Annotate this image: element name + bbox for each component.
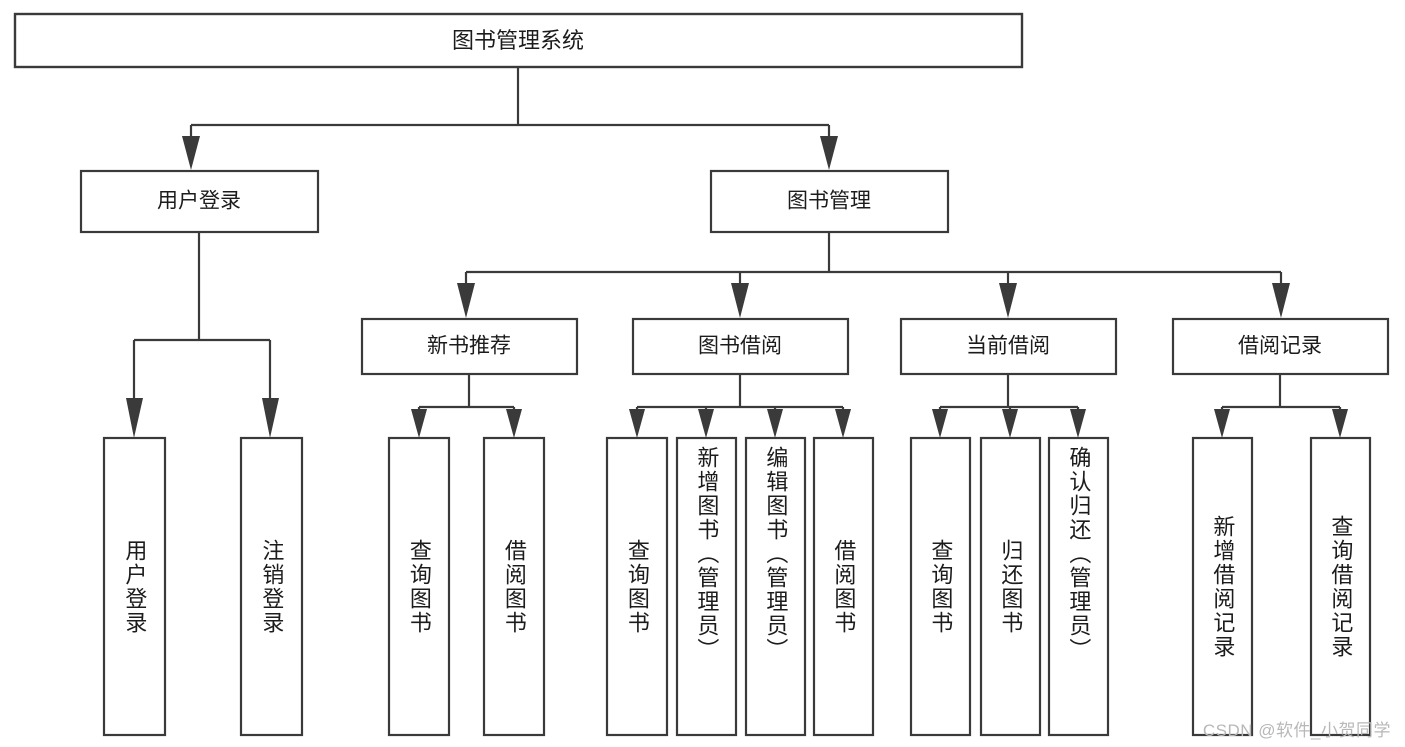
node-user-login[interactable]: 用户登录: [79, 169, 320, 234]
node-new-book-recommend-label: 新书推荐: [427, 335, 511, 358]
node-book-borrow-box[interactable]: [631, 317, 850, 376]
arrow-leaf-return-book: [1002, 409, 1018, 438]
leaf-box-user-login[interactable]: [102, 436, 167, 737]
leaf-box-return-book[interactable]: [979, 436, 1042, 737]
arrow-to-record: [1272, 283, 1290, 318]
node-book-manage-label: 图书管理: [787, 190, 871, 213]
arrow-to-current: [999, 283, 1017, 318]
leaf-box-logout[interactable]: [239, 436, 304, 737]
arrow-leaf-user-login: [126, 398, 143, 438]
arrow-leaf-add-record: [1214, 409, 1230, 438]
node-book-borrow-label: 图书借阅: [698, 335, 782, 358]
arrow-leaf-add-book: [698, 409, 714, 438]
node-borrow-record-label: 借阅记录: [1238, 335, 1322, 358]
node-root-box[interactable]: [13, 12, 1024, 69]
leaf-box-query-record[interactable]: [1309, 436, 1372, 737]
leaf-box-query-book-b[interactable]: [605, 436, 669, 737]
node-book-borrow[interactable]: 图书借阅: [631, 317, 850, 376]
node-book-manage-box[interactable]: [709, 169, 950, 234]
leaf-box-query-book-a[interactable]: [387, 436, 451, 737]
arrow-leaf-logout: [262, 398, 279, 438]
node-current-borrow-box[interactable]: [899, 317, 1118, 376]
arrow-leaf-borrow-book-b: [835, 409, 851, 438]
leaf-box-add-book[interactable]: [675, 436, 738, 737]
leaf-box-query-book-c[interactable]: [909, 436, 972, 737]
node-new-book-recommend-box[interactable]: [360, 317, 579, 376]
leaf-box-add-record[interactable]: [1191, 436, 1254, 737]
node-book-manage[interactable]: 图书管理: [709, 169, 950, 234]
arrow-leaf-query-book-a: [411, 409, 427, 438]
arrow-leaf-query-book-b: [629, 409, 645, 438]
arrow-leaf-confirm-return: [1070, 409, 1086, 438]
node-user-login-label: 用户登录: [157, 190, 241, 213]
leaf-box-confirm-return[interactable]: [1047, 436, 1110, 737]
leaf-box-edit-book[interactable]: [744, 436, 807, 737]
arrow-leaf-borrow-book-a: [506, 409, 522, 438]
node-new-book-recommend[interactable]: 新书推荐: [360, 317, 579, 376]
arrow-to-borrow: [731, 283, 749, 318]
node-borrow-record-box[interactable]: [1171, 317, 1390, 376]
leaf-box-borrow-book-a[interactable]: [482, 436, 546, 737]
node-borrow-record[interactable]: 借阅记录: [1171, 317, 1390, 376]
arrow-leaf-query-book-c: [932, 409, 948, 438]
node-current-borrow[interactable]: 当前借阅: [899, 317, 1118, 376]
arrow-to-new-book: [457, 283, 475, 318]
node-current-borrow-label: 当前借阅: [966, 335, 1050, 358]
arrow-leaf-query-record: [1332, 409, 1348, 438]
node-root-label: 图书管理系统: [452, 28, 584, 53]
node-root[interactable]: 图书管理系统: [13, 12, 1024, 69]
arrow-to-user-login: [182, 136, 200, 170]
arrow-to-book-manage: [820, 136, 838, 170]
leaf-box-borrow-book-b[interactable]: [812, 436, 875, 737]
arrow-leaf-edit-book: [767, 409, 783, 438]
